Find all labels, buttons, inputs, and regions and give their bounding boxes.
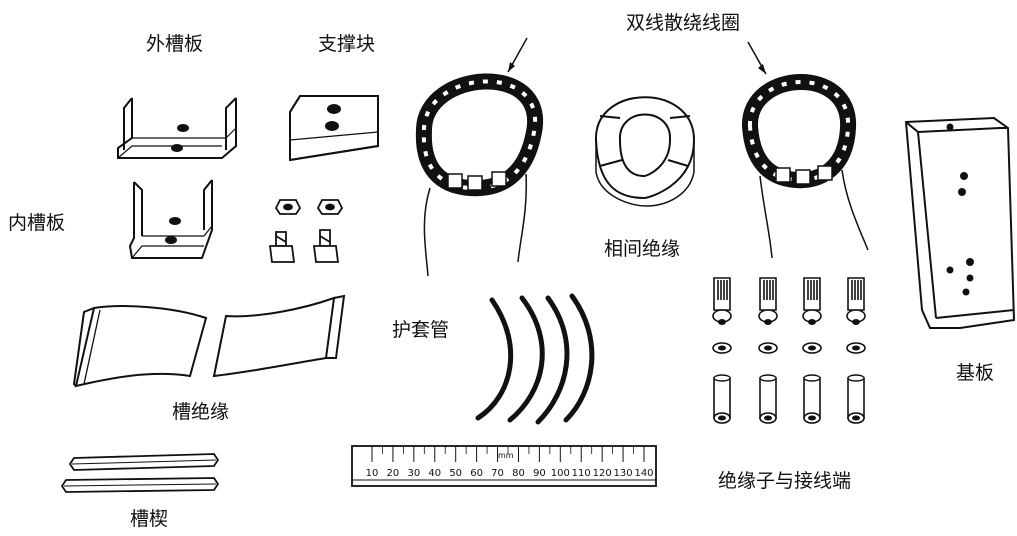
ruler-tick-label: 60 — [470, 468, 483, 479]
insulator-hole — [852, 415, 860, 421]
terminal-hole — [718, 319, 726, 325]
insulator-top — [803, 374, 821, 382]
insulator-hole — [764, 415, 772, 421]
ruler-drawing — [351, 445, 657, 487]
ruler-tick-label: 100 — [551, 468, 570, 479]
insulator-top — [759, 374, 777, 382]
label-slot-wedge: 槽楔 — [130, 508, 169, 530]
label-phase-insulation: 相间绝缘 — [604, 238, 681, 260]
ruler-tick-label: 10 — [366, 468, 379, 479]
ruler-tick-label: 50 — [449, 468, 462, 479]
phase-insulation-drawing — [594, 96, 696, 207]
washer-hole — [852, 345, 860, 351]
insulator-hole — [718, 415, 726, 421]
insulator-sleeve — [847, 377, 865, 419]
support-block-drawing — [289, 95, 379, 162]
label-base-plate: 基板 — [956, 362, 995, 384]
slot-wedge-drawing — [60, 453, 220, 493]
ruler-tick-label: 130 — [614, 468, 633, 479]
ruler-tick-label: 30 — [407, 468, 420, 479]
insulator-sleeve — [713, 377, 731, 419]
label-protective-sleeve: 护套管 — [392, 319, 450, 341]
label-double-wire-coil: 双线散绕线圈 — [626, 12, 741, 34]
ruler-unit-label: mm — [498, 451, 514, 460]
insulator-top — [713, 374, 731, 382]
protective-sleeve-drawing — [475, 293, 595, 425]
ruler-tick-label: 110 — [572, 468, 591, 479]
right-coil-drawing — [741, 41, 869, 259]
ruler-tick-label: 80 — [512, 468, 525, 479]
insulator-hole — [808, 415, 816, 421]
inner-slot-plate-drawing — [128, 179, 213, 259]
washer-hole — [808, 345, 816, 351]
ruler-tick-label: 90 — [533, 468, 546, 479]
insulator-top — [847, 374, 865, 382]
nuts-and-bolts-drawing — [268, 199, 344, 263]
base-plate-drawing — [904, 116, 1016, 329]
ruler-tick-label: 20 — [387, 468, 400, 479]
ruler-tick-label: 140 — [634, 468, 653, 479]
label-outer-slot-plate: 外槽板 — [146, 33, 204, 55]
label-inner-slot-plate: 内槽板 — [8, 212, 66, 234]
ruler-tick-label: 40 — [428, 468, 441, 479]
ruler-tick-label: 120 — [593, 468, 612, 479]
insulators-and-terminals-drawing — [712, 277, 866, 424]
slot-insulation-drawing — [72, 294, 346, 388]
label-support-block: 支撑块 — [318, 33, 376, 55]
outer-slot-plate-drawing — [117, 97, 237, 159]
insulator-sleeve — [803, 377, 821, 419]
terminal-hole — [852, 319, 860, 325]
label-insulator-terminal: 绝缘子与接线端 — [718, 470, 852, 492]
ruler-tick-label: 70 — [491, 468, 504, 479]
insulator-sleeve — [759, 377, 777, 419]
terminal-hole — [764, 319, 772, 325]
left-coil-drawing — [415, 37, 544, 277]
label-slot-insulation: 槽绝缘 — [172, 401, 230, 423]
terminal-hole — [808, 319, 816, 325]
washer-hole — [764, 345, 772, 351]
washer-hole — [718, 345, 726, 351]
